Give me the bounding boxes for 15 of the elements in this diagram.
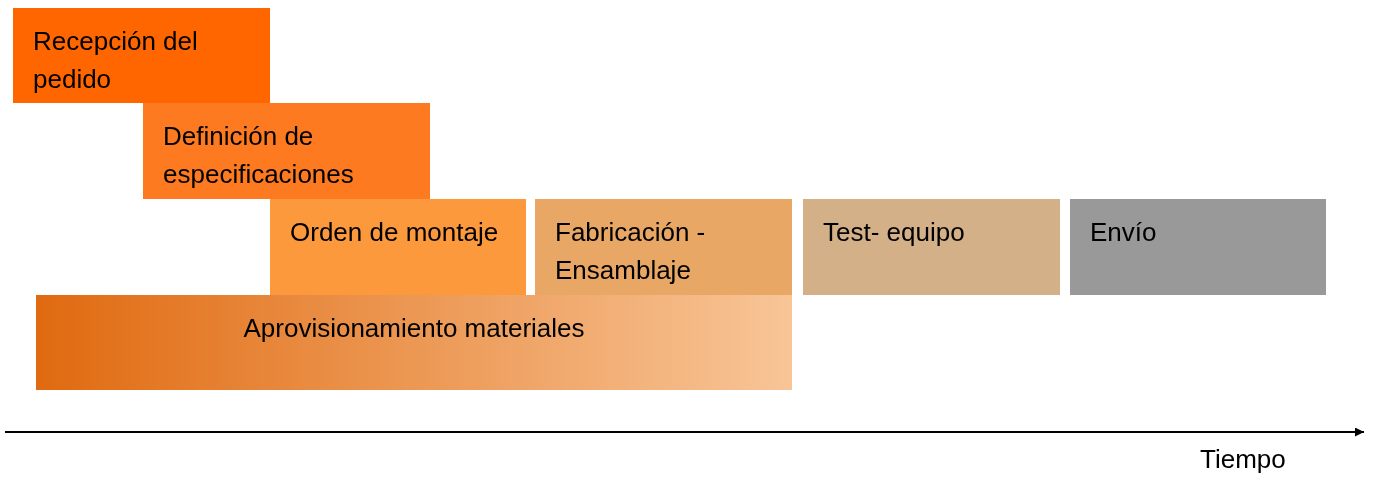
phase-label: Fabricación - Ensamblaje: [555, 216, 707, 287]
phase-label: Envío: [1090, 216, 1158, 249]
phase-label: Orden de montaje: [290, 216, 500, 249]
phase-label: Test- equipo: [823, 216, 966, 249]
phase-bar: [803, 199, 1060, 295]
phase-bar: [535, 199, 792, 295]
phase-bar: [1070, 199, 1326, 295]
phase-label: Definición de especificaciones: [163, 120, 355, 191]
phase-label: Aprovisionamiento materiales: [242, 312, 586, 345]
phase-bar: [143, 103, 430, 199]
axis-label: Tiempo: [1200, 444, 1286, 475]
phase-bar: [270, 199, 526, 295]
phase-label: Recepción del pedido: [33, 25, 199, 96]
phase-bar: [36, 295, 792, 390]
phase-bar: [13, 8, 270, 103]
